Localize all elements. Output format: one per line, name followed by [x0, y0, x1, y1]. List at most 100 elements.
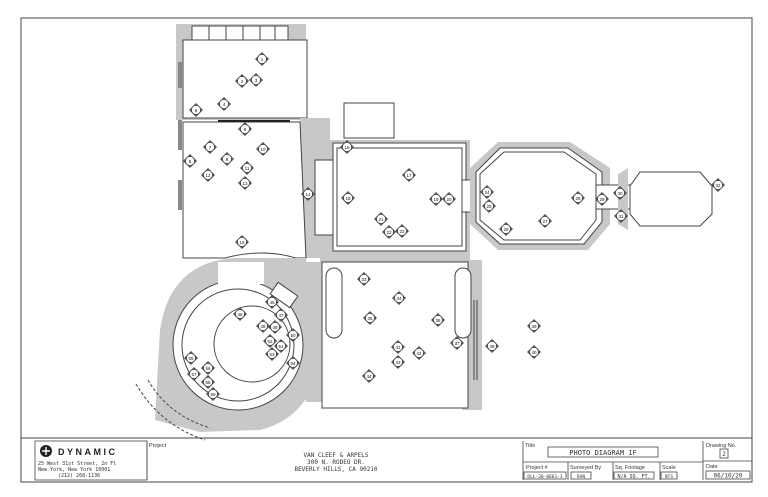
photo-marker-circle [240, 124, 250, 134]
photo-marker-label: 58 [205, 380, 211, 385]
photo-marker: 26 [499, 222, 513, 236]
photo-marker-circle [205, 142, 215, 152]
photo-marker-label: 50 [290, 333, 296, 338]
photo-marker-circle [258, 144, 268, 154]
photo-marker-circle [258, 321, 268, 331]
photo-marker-circle [237, 76, 247, 86]
photo-marker: 15 [235, 235, 249, 249]
photo-marker-label: 22 [386, 230, 392, 235]
photo-marker-circle [203, 363, 213, 373]
photo-marker-label: 11 [245, 166, 250, 171]
date-label: Date [706, 464, 718, 470]
room-octagon [470, 142, 610, 250]
photo-marker-circle [529, 347, 539, 357]
photo-marker-label: 57 [191, 372, 197, 377]
photo-marker-label: 1 [261, 57, 264, 62]
surveyed-by-label: Surveyed By [570, 465, 601, 471]
photo-marker-label: 39 [531, 324, 537, 329]
floor-plan [135, 24, 713, 441]
photo-marker-label: 3 [255, 78, 258, 83]
surveyed-by-value: RAN [577, 474, 585, 480]
photo-marker-circle [267, 349, 277, 359]
photo-marker-label: 6 [244, 127, 247, 132]
photo-marker: 54 [286, 356, 300, 370]
photo-marker: 22 [382, 225, 396, 239]
photo-marker: 42 [412, 346, 426, 360]
photo-marker-circle [365, 313, 375, 323]
photo-marker: 13 [238, 176, 252, 190]
photo-marker-circle [303, 189, 313, 199]
photo-marker: 14 [301, 187, 315, 201]
photo-marker-circle [251, 75, 261, 85]
photo-marker: 1 [255, 52, 269, 66]
photo-marker-label: 27 [542, 219, 548, 224]
photo-marker-circle [237, 237, 247, 247]
photo-marker: 2 [235, 74, 249, 88]
photo-marker-circle [616, 211, 626, 221]
photo-marker: 43 [391, 355, 405, 369]
title-label: Title [525, 443, 535, 449]
photo-marker: 32 [711, 178, 725, 192]
photo-marker: 28 [571, 191, 585, 205]
project-label: Project [149, 443, 167, 449]
photo-marker-circle [364, 371, 374, 381]
photo-marker: 49 [268, 320, 282, 334]
company-name: DYNAMIC [58, 447, 118, 457]
photo-marker: 6 [238, 122, 252, 136]
photo-marker: 58 [201, 375, 215, 389]
sq-footage-label: Sq. Footage [615, 465, 645, 471]
title-block [34, 440, 752, 481]
photo-marker-label: 13 [242, 181, 248, 186]
photo-marker-circle [288, 358, 298, 368]
photo-marker: 5 [189, 103, 203, 117]
photo-marker-label: 28 [575, 196, 581, 201]
photo-marker: 34 [392, 291, 406, 305]
company-logo [40, 445, 52, 457]
room-far-right [618, 168, 713, 230]
photo-marker-label: 30 [617, 191, 623, 196]
photo-marker: 21 [374, 212, 388, 226]
photo-marker: 53 [265, 347, 279, 361]
photo-marker: 18 [341, 191, 355, 205]
photo-marker-circle [257, 54, 267, 64]
photo-marker-label: 20 [446, 197, 452, 202]
photo-marker-circle [242, 163, 252, 173]
photo-marker-circle [240, 178, 250, 188]
photo-marker-label: 42 [416, 351, 422, 356]
project-name-line1: VAN CLEEF & ARPELS [303, 452, 368, 459]
photo-marker-label: 8 [189, 159, 192, 164]
room-round [135, 258, 316, 441]
photo-marker: 44 [362, 369, 376, 383]
scale-label: Scale [662, 465, 676, 471]
photo-marker-circle [615, 188, 625, 198]
photo-marker-label: 10 [260, 147, 266, 152]
photo-marker: 27 [538, 214, 552, 228]
photo-marker-circle [597, 194, 607, 204]
photo-marker-circle [540, 216, 550, 226]
title-value: PHOTO DIAGRAM 1F [569, 449, 636, 457]
photo-marker-circle [203, 377, 213, 387]
photo-marker: 29 [595, 192, 609, 206]
photo-marker-circle [452, 338, 462, 348]
photo-marker-label: 9 [226, 157, 229, 162]
photo-marker: 3 [249, 73, 263, 87]
room-top-left [176, 24, 308, 120]
drawing-no-value: 2 [722, 451, 726, 458]
photo-marker: 30 [613, 186, 627, 200]
photo-marker-label: 44 [366, 374, 372, 379]
photo-marker-circle [393, 357, 403, 367]
photo-marker: 4 [217, 97, 231, 111]
photo-marker-circle [191, 105, 201, 115]
photo-marker-circle [482, 187, 492, 197]
sq-footage-value: N/A SQ. FT. [617, 474, 650, 480]
photo-marker: 59 [206, 387, 220, 401]
photo-marker: 12 [201, 168, 215, 182]
photo-marker-label: 16 [344, 145, 350, 150]
scale-value: NTS [665, 474, 673, 480]
photo-marker-label: 43 [395, 360, 401, 365]
photo-marker-label: 59 [210, 392, 216, 397]
photo-marker-label: 15 [239, 240, 245, 245]
photo-marker-label: 46 [237, 312, 243, 317]
photo-marker-circle [433, 315, 443, 325]
